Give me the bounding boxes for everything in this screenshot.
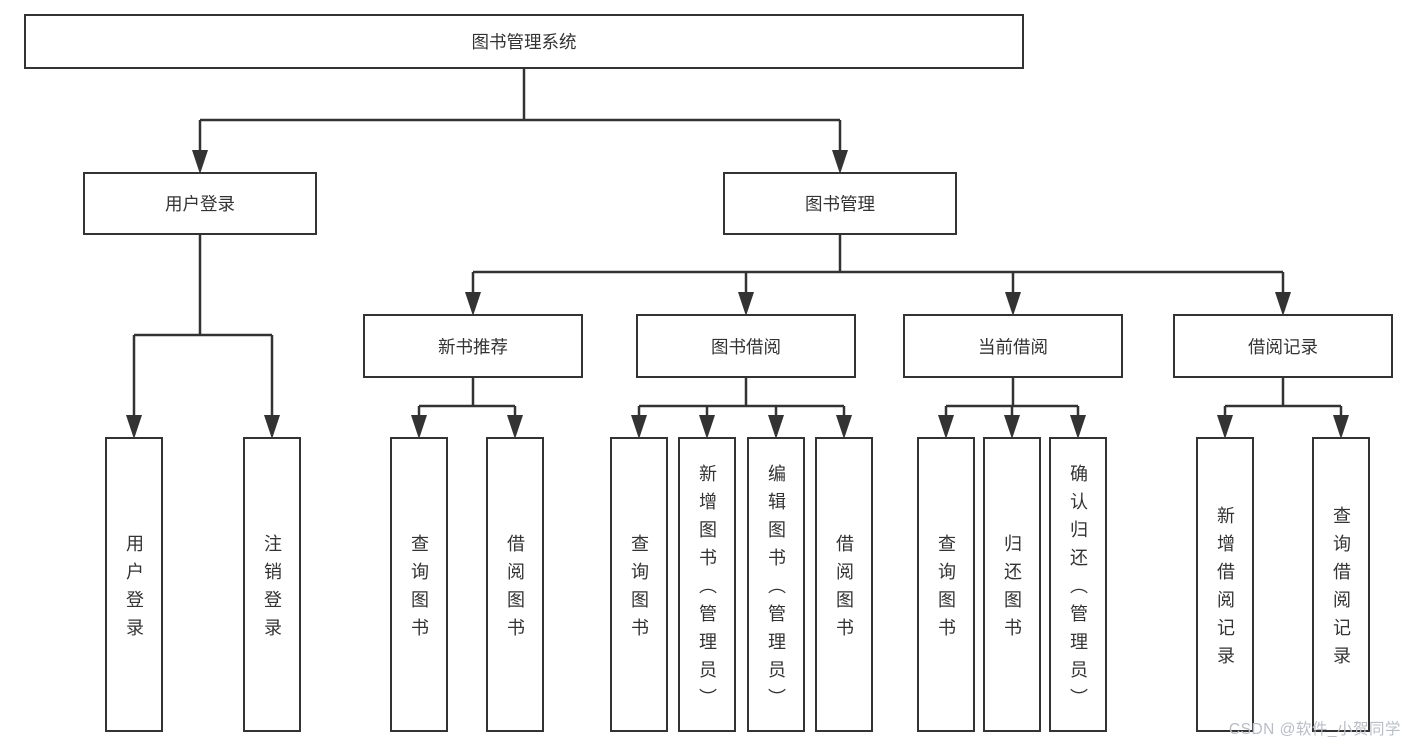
leaf-query-books-1: 查询图书 xyxy=(390,437,448,732)
node-root: 图书管理系统 xyxy=(24,14,1024,69)
leaf-logout-label: 注销登录 xyxy=(262,533,282,646)
leaf-borrow-books-1-label: 借阅图书 xyxy=(505,533,525,646)
leaf-query-books-1-label: 查询图书 xyxy=(409,533,429,646)
node-new-book-recommend: 新书推荐 xyxy=(363,314,583,378)
node-new-book-recommend-label: 新书推荐 xyxy=(438,336,508,357)
leaf-query-borrow-record-label: 查询借阅记录 xyxy=(1331,505,1351,674)
leaf-borrow-books-2: 借阅图书 xyxy=(815,437,873,732)
leaf-query-books-3-label: 查询图书 xyxy=(936,533,956,646)
leaf-confirm-return-admin: 确认归还（管理员） xyxy=(1049,437,1107,732)
leaf-user-login: 用户登录 xyxy=(105,437,163,732)
leaf-borrow-books-2-label: 借阅图书 xyxy=(834,533,854,646)
leaf-borrow-books-1: 借阅图书 xyxy=(486,437,544,732)
leaf-query-borrow-record: 查询借阅记录 xyxy=(1312,437,1370,732)
node-current-borrow-label: 当前借阅 xyxy=(978,336,1048,357)
connector-path xyxy=(132,69,1343,420)
leaf-return-books: 归还图书 xyxy=(983,437,1041,732)
node-user-login-label: 用户登录 xyxy=(165,194,235,214)
node-borrow-records: 借阅记录 xyxy=(1173,314,1393,378)
leaf-user-login-label: 用户登录 xyxy=(124,533,144,646)
node-book-borrow-label: 图书借阅 xyxy=(711,336,781,357)
node-root-label: 图书管理系统 xyxy=(471,32,577,52)
csdn-watermark: CSDN @软件_小贺同学 xyxy=(1228,721,1401,738)
leaf-confirm-return-admin-label: 确认归还（管理员） xyxy=(1068,463,1088,716)
leaf-edit-books-admin-label: 编辑图书（管理员） xyxy=(766,463,786,716)
leaf-add-borrow-record-label: 新增借阅记录 xyxy=(1215,505,1235,674)
leaf-return-books-label: 归还图书 xyxy=(1002,533,1022,646)
node-current-borrow: 当前借阅 xyxy=(903,314,1123,378)
leaf-query-books-2: 查询图书 xyxy=(610,437,668,732)
leaf-logout: 注销登录 xyxy=(243,437,301,732)
node-book-management-label: 图书管理 xyxy=(805,194,875,214)
leaf-query-books-2-label: 查询图书 xyxy=(629,533,649,646)
leaf-query-books-3: 查询图书 xyxy=(917,437,975,732)
node-borrow-records-label: 借阅记录 xyxy=(1248,336,1318,357)
leaf-edit-books-admin: 编辑图书（管理员） xyxy=(747,437,805,732)
node-book-management: 图书管理 xyxy=(723,172,957,235)
node-book-borrow: 图书借阅 xyxy=(636,314,856,378)
leaf-add-borrow-record: 新增借阅记录 xyxy=(1196,437,1254,732)
node-user-login: 用户登录 xyxy=(83,172,317,235)
leaf-add-books-admin: 新增图书（管理员） xyxy=(678,437,736,732)
leaf-add-books-admin-label: 新增图书（管理员） xyxy=(697,463,717,716)
